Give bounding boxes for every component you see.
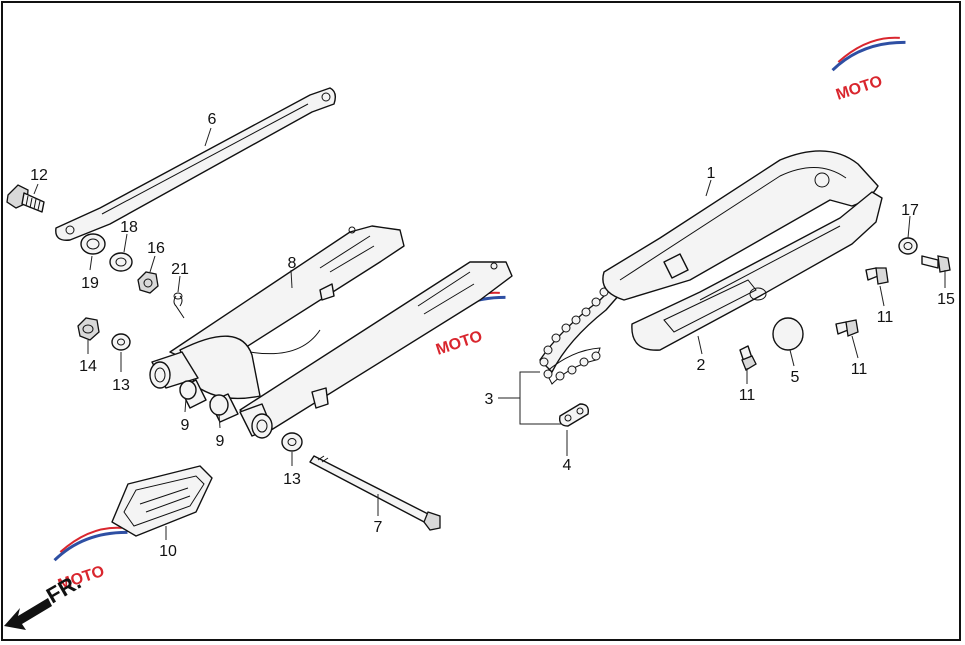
callout-21: 21 (171, 261, 189, 278)
leader-lines (33, 127, 946, 540)
callout-11-a: 11 (739, 387, 756, 404)
part-16-nut (137, 271, 159, 294)
part-2-chain-case-lower (631, 191, 883, 351)
callout-14: 14 (79, 358, 97, 375)
callout-19: 19 (81, 275, 99, 292)
part-13-washer-upper (111, 333, 131, 351)
svg-text:MOTO: MOTO (434, 328, 485, 359)
callout-9-left: 9 (181, 417, 190, 434)
callout-6: 6 (208, 111, 217, 128)
callout-labels: 1 2 3 4 5 6 7 8 9 9 10 11 11 11 12 13 13… (30, 111, 955, 560)
part-8-swingarm (149, 225, 513, 439)
part-7-pivot-axle (309, 455, 441, 531)
part-14-flange-nut (77, 317, 100, 341)
callout-15: 15 (937, 291, 955, 308)
part-4-master-link (558, 403, 590, 427)
part-9-bushing-right (209, 393, 239, 423)
part-17-collar (898, 237, 918, 255)
part-6-brace-bar (55, 87, 337, 241)
part-19-collar (80, 233, 106, 255)
part-18-washer (109, 252, 133, 272)
part-15-bolt (921, 255, 951, 273)
callout-10: 10 (159, 543, 177, 560)
callout-8: 8 (288, 255, 297, 272)
part-11-bolt-c (865, 267, 889, 285)
callout-5: 5 (791, 369, 800, 386)
part-13-washer-lower (281, 432, 303, 452)
part-9-bushing-left (179, 379, 207, 409)
front-arrow-icon (4, 598, 52, 630)
callout-9-right: 9 (216, 433, 225, 450)
callout-7: 7 (374, 519, 383, 536)
callout-3: 3 (485, 391, 494, 408)
part-10-chain-guide (111, 465, 213, 537)
callout-18: 18 (120, 219, 138, 236)
part-11-bolt-a (739, 345, 757, 371)
part-11-bolt-b (835, 319, 859, 337)
callout-11-b: 11 (851, 361, 868, 378)
part-21-cotter-pin (173, 292, 185, 319)
svg-text:MOTO: MOTO (834, 73, 885, 104)
callout-13-upper: 13 (112, 377, 130, 394)
callout-4: 4 (563, 457, 572, 474)
callout-2: 2 (697, 357, 706, 374)
part-3-drive-chain (539, 285, 621, 385)
part-1-chain-case-upper (602, 150, 879, 301)
part-5-inspection-cap (772, 317, 804, 351)
watermark-top-right: MOTO (831, 36, 906, 104)
part-12-bolt (6, 184, 45, 213)
callout-17: 17 (901, 202, 919, 219)
callout-13-lower: 13 (283, 471, 301, 488)
callout-16: 16 (147, 240, 165, 257)
callout-12: 12 (30, 167, 48, 184)
callout-1: 1 (707, 165, 716, 182)
callout-11-c: 11 (877, 309, 894, 326)
front-direction-indicator: FR. (4, 569, 85, 630)
